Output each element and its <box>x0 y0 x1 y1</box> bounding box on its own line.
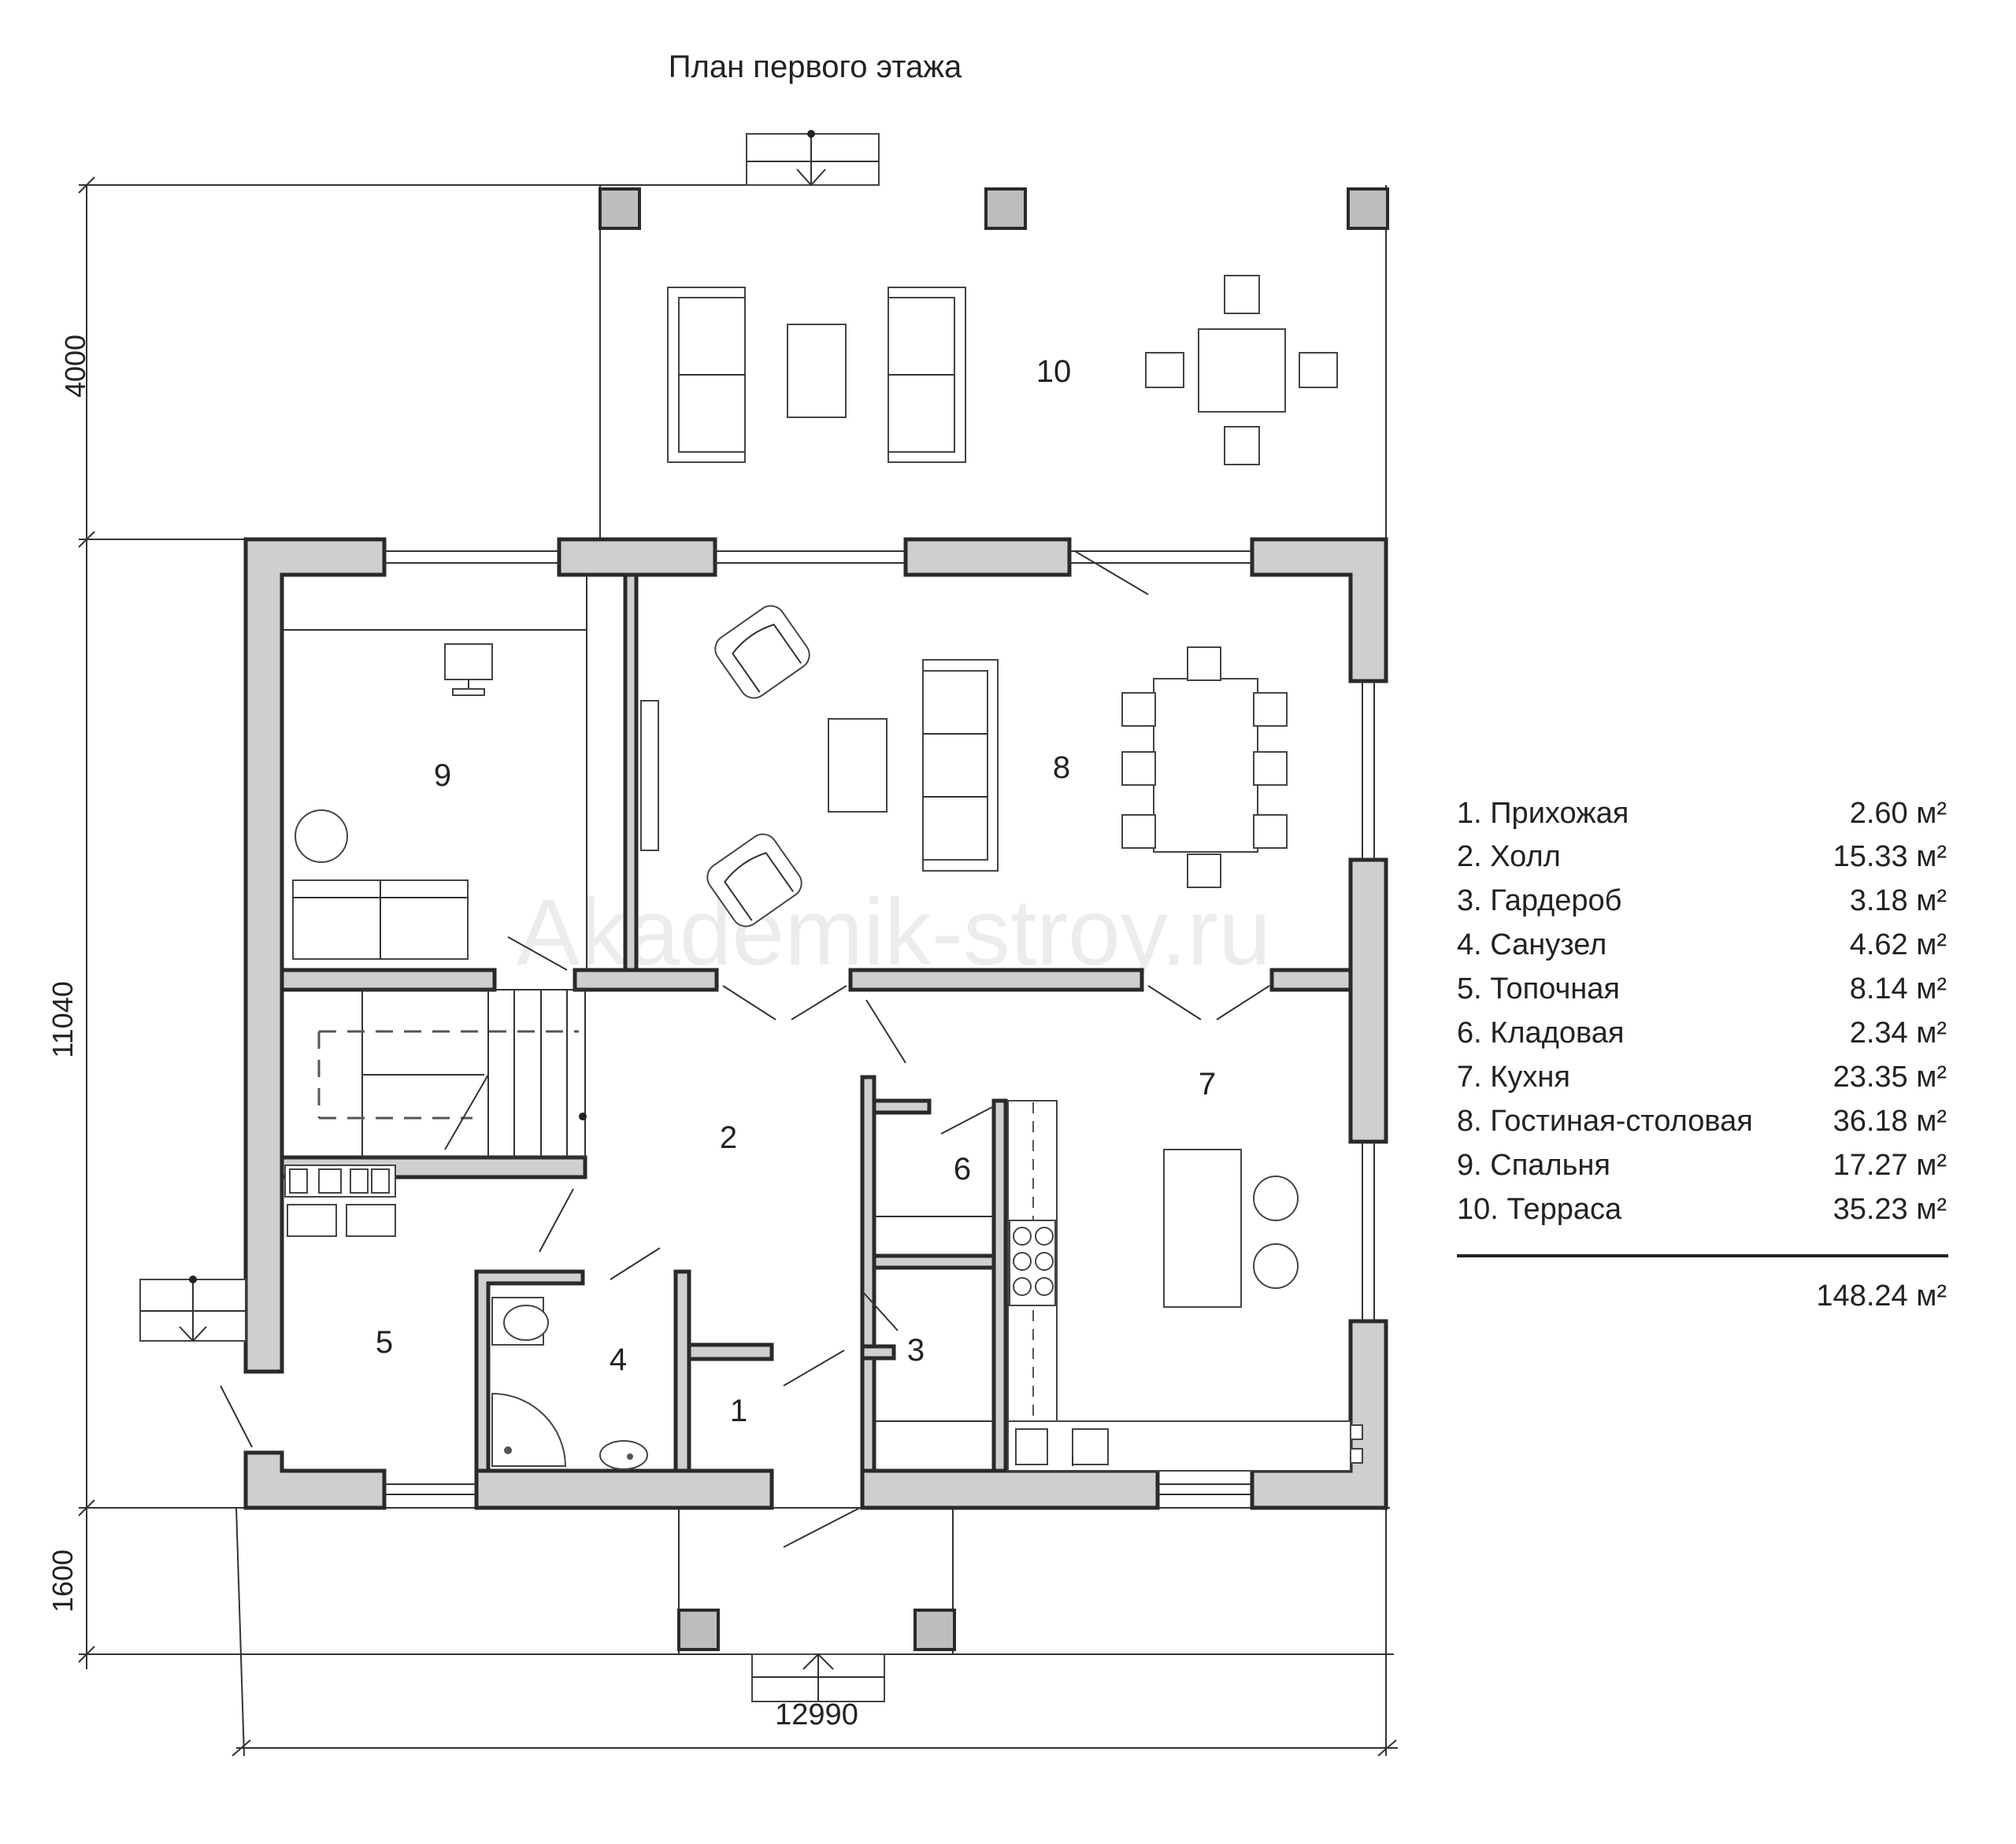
dim-width: 12990 <box>775 1698 858 1731</box>
legend-name: 10. Терраса <box>1457 1193 1622 1226</box>
legend-name: 3. Гардероб <box>1457 884 1621 917</box>
bedroom-furniture <box>282 575 659 970</box>
terrace <box>598 130 1389 465</box>
room-number-6: 6 <box>954 1152 971 1187</box>
bathroom-fixtures <box>491 1297 648 1470</box>
legend-name: 5. Топочная <box>1457 972 1620 1005</box>
legend-area: 8.14 м² <box>1850 972 1947 1005</box>
room-number-1: 1 <box>730 1394 747 1428</box>
legend-name: 9. Спальня <box>1457 1149 1610 1182</box>
legend-name: 1. Прихожая <box>1457 797 1629 830</box>
legend-area: 4.62 м² <box>1850 928 1947 961</box>
dim-main-depth: 11040 <box>46 981 79 1057</box>
dim-top-depth: 4000 <box>59 335 91 398</box>
area-legend: 1. Прихожая 2.60 м² 2. Холл 15.33 м² 3. … <box>1457 797 1948 1313</box>
legend-area: 2.60 м² <box>1850 797 1947 830</box>
porch <box>677 1609 956 1702</box>
legend-area: 3.18 м² <box>1850 884 1947 917</box>
legend-area: 36.18 м² <box>1833 1105 1947 1138</box>
legend-name: 4. Санузел <box>1457 928 1606 961</box>
terrace-column <box>1347 187 1389 230</box>
legend-name: 8. Гостиная-столовая <box>1457 1105 1753 1138</box>
door-swings <box>220 936 1270 1548</box>
legend-name: 2. Холл <box>1457 840 1561 873</box>
legend-area: 2.34 м² <box>1850 1016 1947 1050</box>
plan-title: План первого этажа <box>669 50 962 84</box>
room-labels: 1 2 3 4 5 6 7 8 9 10 <box>376 354 1216 1428</box>
interior-walls <box>280 572 1353 1473</box>
room-number-5: 5 <box>376 1325 393 1360</box>
legend-area: 17.27 м² <box>1833 1149 1947 1182</box>
total-area: 148.24 м² <box>1816 1279 1947 1313</box>
dim-front-depth: 1600 <box>46 1550 79 1613</box>
room-number-8: 8 <box>1053 750 1070 785</box>
kitchen-furniture <box>874 1100 1351 1472</box>
legend-area: 23.35 м² <box>1833 1061 1947 1094</box>
legend-area: 15.33 м² <box>1833 840 1947 873</box>
room-number-7: 7 <box>1199 1067 1216 1102</box>
porch-column <box>914 1609 956 1651</box>
room-number-9: 9 <box>434 758 451 793</box>
room-number-10: 10 <box>1036 354 1072 389</box>
terrace-column <box>984 187 1027 230</box>
watermark: Akademik-stroy.ru <box>517 879 1271 985</box>
legend-name: 7. Кухня <box>1457 1061 1570 1094</box>
boiler-room-fixtures <box>139 1165 396 1342</box>
room-number-2: 2 <box>720 1120 737 1155</box>
room-number-3: 3 <box>907 1333 925 1368</box>
staircase <box>317 989 587 1158</box>
living-dining-furniture <box>706 605 1288 928</box>
legend-area: 35.23 м² <box>1833 1193 1947 1226</box>
porch-column <box>677 1609 720 1651</box>
terrace-column <box>598 187 641 230</box>
room-number-4: 4 <box>610 1342 627 1377</box>
legend-name: 6. Кладовая <box>1457 1016 1624 1050</box>
